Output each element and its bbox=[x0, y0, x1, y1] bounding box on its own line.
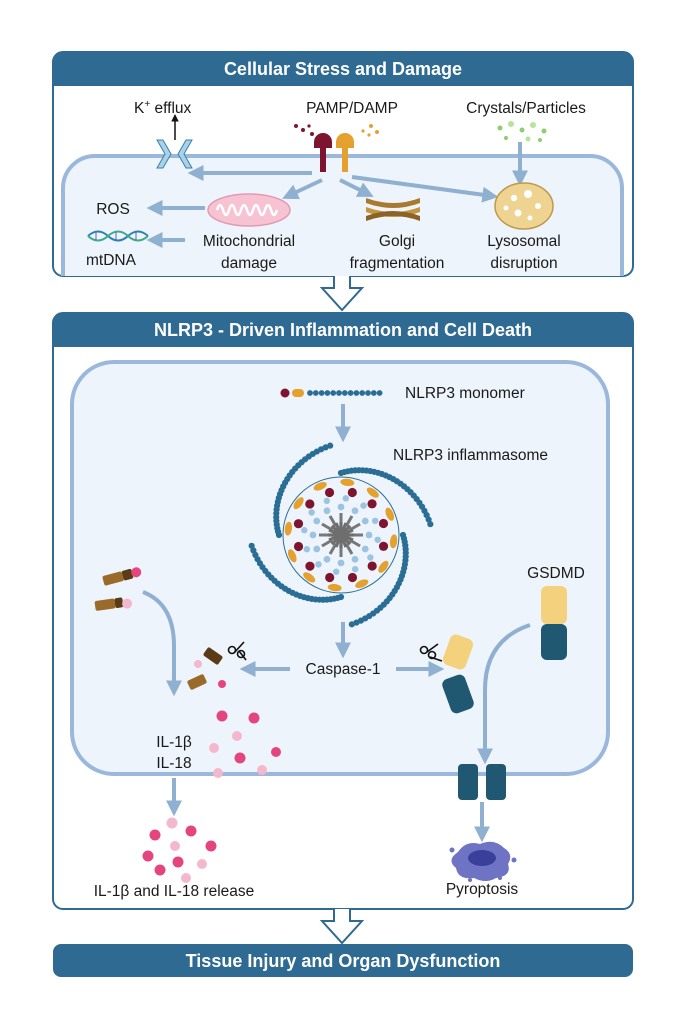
crystal-particles-icon bbox=[497, 121, 547, 142]
lyso-label-2: disruption bbox=[490, 255, 557, 272]
nlrp3-panel-title: NLRP3 - Driven Inflammation and Cell Dea… bbox=[154, 320, 532, 340]
golgi-icon bbox=[366, 198, 420, 221]
golgi-label-1: Golgi bbox=[379, 233, 415, 250]
gsdmd-icon bbox=[541, 586, 567, 660]
cytokine-dots-inside bbox=[209, 710, 281, 778]
k-efflux-label: K+ efflux bbox=[134, 99, 192, 117]
pattern-receptor-icon bbox=[314, 133, 354, 172]
pyroptosis-label: Pyroptosis bbox=[446, 881, 519, 898]
outcome-title: Tissue Injury and Organ Dysfunction bbox=[186, 951, 501, 971]
cleaved-cytokines-icon bbox=[187, 647, 226, 690]
caspase-1-label: Caspase-1 bbox=[306, 661, 381, 678]
arrow-gsdmd-to-pore bbox=[477, 623, 531, 765]
stress-panel: Cellular Stress and Damage K+ efflux PAM… bbox=[52, 51, 634, 277]
nlrp3-monomer-icon bbox=[280, 388, 383, 398]
scissors-icon-gsdmd bbox=[419, 643, 443, 662]
crystals-label: Crystals/Particles bbox=[466, 100, 586, 117]
lyso-label-1: Lysosomal bbox=[487, 233, 561, 250]
nlrp3-inflammasome-icon bbox=[248, 442, 434, 628]
pamp-dots-icon bbox=[294, 124, 379, 137]
pro-il1b-icon bbox=[102, 567, 142, 586]
stress-panel-title: Cellular Stress and Damage bbox=[224, 59, 462, 79]
pyroptotic-cell-icon bbox=[449, 841, 517, 882]
inflamed-cell-membrane bbox=[70, 360, 610, 776]
gsdmd-pore-icon bbox=[458, 764, 506, 800]
mito-label-2: damage bbox=[221, 255, 277, 272]
pamp-damp-label: PAMP/DAMP bbox=[306, 100, 398, 117]
il1b-label: IL-1β bbox=[156, 734, 192, 751]
lysosome-icon bbox=[494, 182, 554, 230]
nlrp3-monomer-label: NLRP3 monomer bbox=[405, 385, 525, 402]
dna-helix-icon bbox=[87, 230, 149, 242]
ros-label: ROS bbox=[96, 201, 130, 218]
nlrp3-panel: NLRP3 - Driven Inflammation and Cell Dea… bbox=[52, 312, 634, 910]
il18-label: IL-18 bbox=[156, 755, 191, 772]
cytokine-release-label: IL-1β and IL-18 release bbox=[94, 883, 255, 900]
nlrp3-inflammasome-label: NLRP3 inflammasome bbox=[393, 447, 548, 464]
connector-arrow-2 bbox=[319, 909, 365, 945]
mtdna-label: mtDNA bbox=[86, 252, 137, 269]
arrow-pro-cytokines bbox=[142, 590, 182, 697]
released-cytokines-icon bbox=[142, 817, 217, 883]
pro-il18-icon bbox=[94, 597, 133, 611]
mito-label-1: Mitochondrial bbox=[203, 233, 295, 250]
mitochondrion-icon bbox=[207, 193, 291, 227]
gsdmd-label: GSDMD bbox=[527, 565, 585, 582]
connector-arrow-1 bbox=[319, 276, 365, 312]
scissors-icon bbox=[227, 641, 247, 661]
stress-arrows bbox=[146, 142, 528, 248]
golgi-label-2: fragmentation bbox=[350, 255, 445, 272]
outcome-banner: Tissue Injury and Organ Dysfunction bbox=[53, 944, 633, 977]
cleaved-gsdmd-icon bbox=[442, 634, 474, 714]
